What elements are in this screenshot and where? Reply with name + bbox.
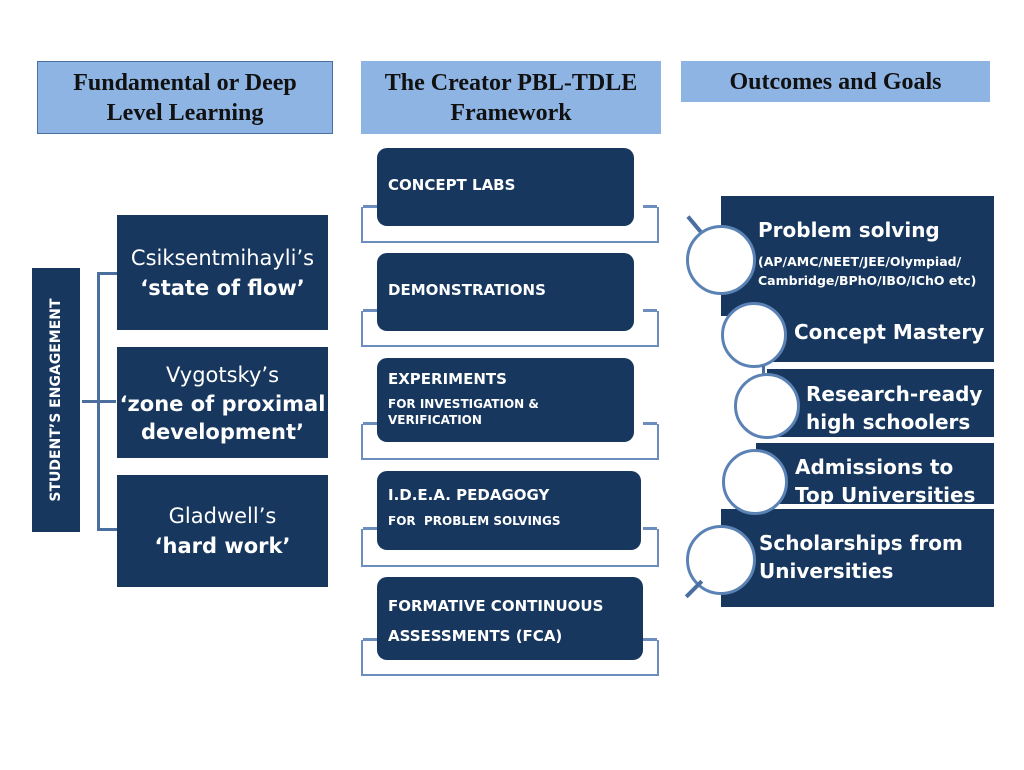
student-engagement-label: STUDENT’S ENGAGEMENT <box>32 268 80 532</box>
engagement-zpd-box: Vygotsky’s ‘zone of proximal development… <box>117 347 328 458</box>
idea-pedagogy-box: I.D.E.A. PEDAGOGY FOR PROBLEM SOLVINGS <box>377 471 641 550</box>
outcome-scholarships: Scholarships from Universities <box>721 509 994 607</box>
experiments-bracket <box>361 422 659 460</box>
flow-concept: ‘state of flow’ <box>140 275 305 300</box>
zpd-author: Vygotsky’s <box>165 362 280 387</box>
header-framework-text: The Creator PBL-TDLE Framework <box>384 69 638 126</box>
magnifier-circle-icon <box>734 373 800 439</box>
problem-solving-subtitle: (AP/AMC/NEET/JEE/Olympiad/ Cambridge/BPh… <box>758 254 977 288</box>
outcome-concept-mastery: Concept Mastery <box>754 303 994 362</box>
scholarships-title: Scholarships from Universities <box>759 531 963 583</box>
magnifier-circle-icon <box>721 302 787 368</box>
problem-solving-title: Problem solving <box>758 218 940 242</box>
concept-labs-bracket <box>361 205 659 243</box>
outcome-research-ready: Research-ready high schoolers <box>767 369 994 437</box>
fca-bracket <box>361 638 659 676</box>
idea-pedagogy-title: I.D.E.A. PEDAGOGY <box>388 486 550 504</box>
header-outcomes-text: Outcomes and Goals <box>729 68 942 95</box>
fca-title: FORMATIVE CONTINUOUS ASSESSMENTS (FCA) <box>388 597 604 645</box>
experiments-title: EXPERIMENTS <box>388 370 507 388</box>
concept-mastery-title: Concept Mastery <box>794 320 985 344</box>
outcome-problem-solving: Problem solving (AP/AMC/NEET/JEE/Olympia… <box>721 196 994 316</box>
admissions-title: Admissions to Top Universities <box>795 455 976 504</box>
demonstrations-title: DEMONSTRATIONS <box>388 281 546 299</box>
magnifier-circle-icon <box>686 225 756 295</box>
header-outcomes: Outcomes and Goals <box>681 61 990 102</box>
demonstrations-bracket <box>361 309 659 347</box>
left-connector-stub <box>82 400 116 403</box>
hardwork-author: Gladwell’s <box>168 504 277 528</box>
circle-connector <box>762 366 765 376</box>
experiments-box: EXPERIMENTS FOR INVESTIGATION & VERIFICA… <box>377 358 634 442</box>
header-deep-learning-text: Fundamental or Deep Level Learning <box>73 69 297 126</box>
outcome-admissions: Admissions to Top Universities <box>756 443 994 504</box>
demonstrations-box: DEMONSTRATIONS <box>377 253 634 331</box>
idea-pedagogy-subtitle: FOR PROBLEM SOLVINGS <box>388 514 561 528</box>
experiments-subtitle: FOR INVESTIGATION & VERIFICATION <box>388 397 539 427</box>
engagement-hardwork-box: Gladwell’s ‘hard work’ <box>117 475 328 587</box>
student-engagement-text: STUDENT’S ENGAGEMENT <box>48 298 64 502</box>
header-deep-learning: Fundamental or Deep Level Learning <box>37 61 333 134</box>
idea-pedagogy-bracket <box>361 527 659 567</box>
flow-author: Csiksentmihayli’s <box>130 245 315 270</box>
zpd-concept: ‘zone of proximal development’ <box>119 391 326 444</box>
left-connector-bottom <box>97 528 117 531</box>
fca-box: FORMATIVE CONTINUOUS ASSESSMENTS (FCA) <box>377 577 643 660</box>
left-connector-top <box>97 272 117 275</box>
magnifier-circle-icon <box>722 449 788 515</box>
engagement-flow-box: Csiksentmihayli’s ‘state of flow’ <box>117 215 328 330</box>
concept-labs-title: CONCEPT LABS <box>388 176 516 194</box>
hardwork-concept: ‘hard work’ <box>154 534 291 558</box>
concept-labs-box: CONCEPT LABS <box>377 148 634 226</box>
research-ready-title: Research-ready high schoolers <box>806 382 983 434</box>
header-framework: The Creator PBL-TDLE Framework <box>361 61 661 134</box>
